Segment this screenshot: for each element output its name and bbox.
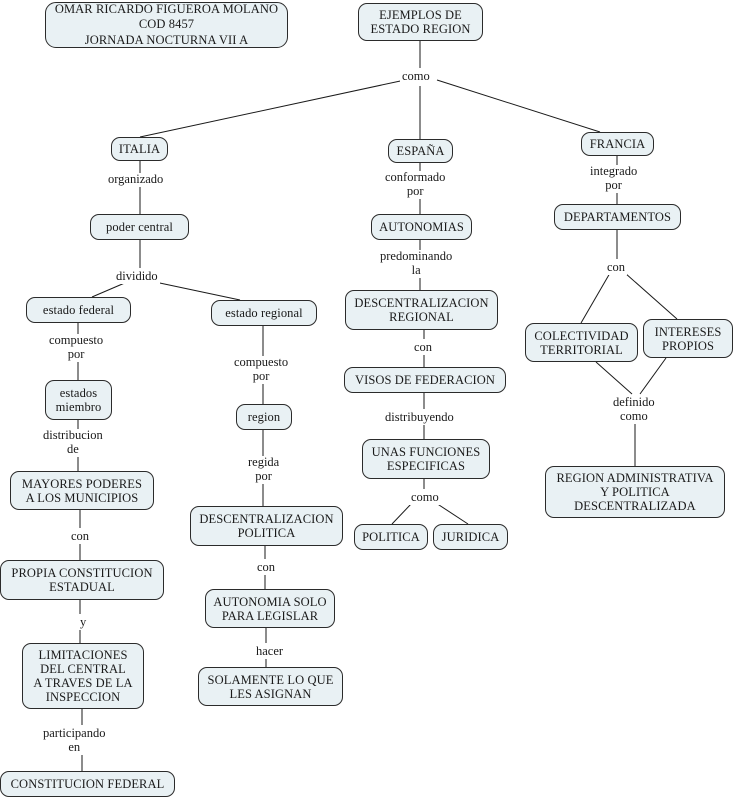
node-francia[interactable]: FRANCIA (581, 132, 654, 156)
edge-con-francia-to-intereses (624, 272, 678, 320)
edge-colectividad-to-definido (595, 361, 633, 395)
link-label-dividido: dividido (114, 269, 160, 284)
link-label-con-descreg: con (412, 340, 435, 355)
node-colectividad[interactable]: COLECTIVIDAD TERRITORIAL (525, 323, 638, 362)
link-label-con-mayores: con (69, 529, 92, 544)
edge-como-hub-to-italia (139, 79, 406, 138)
link-label-definido: definido como (611, 395, 657, 424)
node-espana[interactable]: ESPAÑA (388, 139, 453, 163)
link-label-con-francia: con (605, 260, 628, 275)
node-departamentos[interactable]: DEPARTAMENTOS (554, 204, 681, 230)
link-label-como-root: como (400, 69, 432, 84)
node-solamente[interactable]: SOLAMENTE LO QUE LES ASIGNAN (198, 667, 343, 706)
node-autonomias[interactable]: AUTONOMIAS (371, 214, 472, 240)
link-label-predominando: predominando la (378, 249, 455, 278)
node-visos[interactable]: VISOS DE FEDERACION (344, 367, 506, 393)
edge-intereses-to-definido (639, 357, 667, 395)
link-label-con-descpol: con (255, 560, 278, 575)
link-label-organizado: organizado (106, 172, 166, 187)
link-label-integrado: integrado por (588, 164, 640, 193)
node-edoregional[interactable]: estado regional (211, 300, 317, 326)
node-edofederal[interactable]: estado federal (26, 297, 131, 323)
node-intereses[interactable]: INTERESES PROPIOS (643, 319, 733, 358)
node-juridica[interactable]: JURIDICA (433, 524, 508, 550)
edge-dividido-to-edoregional (154, 281, 241, 301)
node-descreg[interactable]: DESCENTRALIZACION REGIONAL (345, 290, 498, 330)
link-label-como-funciones: como (409, 490, 441, 505)
edge-como-hub-to-francia (436, 79, 601, 133)
link-label-compuesto-fed: compuesto por (47, 333, 106, 362)
node-limitaciones[interactable]: LIMITACIONES DEL CENTRAL A TRAVES DE LA … (22, 643, 144, 709)
node-unasfunc[interactable]: UNAS FUNCIONES ESPECIFICAS (362, 439, 490, 479)
node-propiaconst[interactable]: PROPIA CONSTITUCION ESTADUAL (0, 560, 164, 600)
node-politica[interactable]: POLITICA (354, 524, 428, 550)
link-label-y-label: y (78, 615, 89, 630)
node-region[interactable]: region (236, 404, 292, 430)
edge-como-funciones-to-juridica (435, 502, 469, 525)
node-poder[interactable]: poder central (90, 214, 189, 240)
node-descpol[interactable]: DESCENTRALIZACION POLITICA (190, 506, 343, 546)
link-label-conformado: conformado por (383, 170, 448, 199)
edge-con-francia-to-colectividad (580, 272, 611, 324)
link-label-hacer: hacer (254, 644, 286, 659)
link-label-participando: participando en (41, 726, 108, 755)
node-root[interactable]: EJEMPLOS DE ESTADO REGION (358, 3, 483, 41)
link-label-distribuyendo: distribuyendo (383, 410, 456, 425)
link-label-distribucion: distribucion de (41, 428, 105, 457)
node-italia[interactable]: ITALIA (111, 137, 168, 161)
node-regionadmin[interactable]: REGION ADMINISTRATIVA Y POLITICA DESCENT… (545, 466, 725, 518)
node-estadosmiem[interactable]: estados miembro (45, 380, 112, 420)
link-label-regida: regida por (246, 455, 282, 484)
node-constfederal[interactable]: CONSTITUCION FEDERAL (0, 771, 175, 797)
edge-dividido-to-edofederal (91, 281, 128, 298)
link-label-compuesto-reg: compuesto por (232, 355, 291, 384)
node-autonomiasolo[interactable]: AUTONOMIA SOLO PARA LEGISLAR (205, 589, 335, 628)
edge-como-funciones-to-politica (391, 502, 413, 525)
node-author[interactable]: OMAR RICARDO FIGUEROA MOLANO COD 8457 JO… (45, 2, 288, 48)
node-mayores[interactable]: MAYORES PODERES A LOS MUNICIPIOS (10, 471, 154, 510)
